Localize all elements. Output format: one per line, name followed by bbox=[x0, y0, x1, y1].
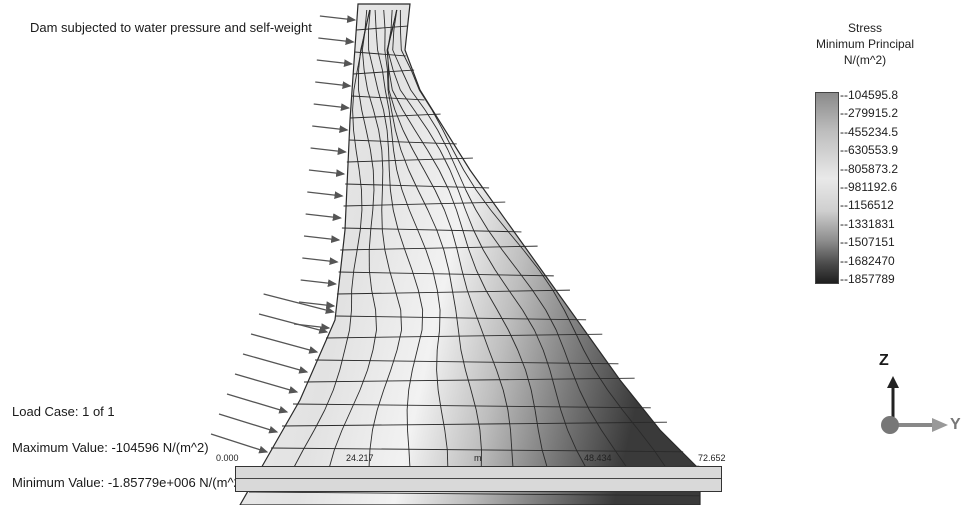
model-title: Dam subjected to water pressure and self… bbox=[30, 20, 312, 35]
legend-value: -104595.8 bbox=[840, 86, 898, 104]
legend-value: -1682470 bbox=[840, 252, 898, 270]
pressure-arrow bbox=[303, 235, 341, 243]
pressure-arrow bbox=[307, 191, 344, 199]
legend-heading-line: Stress bbox=[847, 21, 882, 35]
legend-value: -1331831 bbox=[840, 215, 898, 233]
legend-heading-line: Minimum Principal bbox=[815, 37, 915, 51]
max-value-label: Maximum Value: -104596 N/(m^2) bbox=[12, 440, 209, 455]
legend-labels: -104595.8 -279915.2 -455234.5 -630553.9 … bbox=[840, 86, 898, 288]
pressure-arrow bbox=[218, 413, 279, 434]
pressure-arrow bbox=[318, 37, 355, 45]
legend-value: -805873.2 bbox=[840, 160, 898, 178]
legend-value: -1857789 bbox=[840, 270, 898, 288]
pressure-arrow bbox=[305, 213, 342, 221]
ruler-tick-label: 0.000 bbox=[216, 453, 239, 463]
legend-value: -630553.9 bbox=[840, 141, 898, 159]
axis-z-label: Z bbox=[879, 352, 889, 369]
ruler-unit-label: m bbox=[474, 453, 482, 463]
min-value-label: Minimum Value: -1.85779e+006 N/(m^2) bbox=[12, 475, 246, 490]
axis-y-label: Y bbox=[950, 416, 961, 433]
ruler-tick-label: 24.217 bbox=[346, 453, 374, 463]
pressure-arrow bbox=[300, 279, 337, 287]
pressure-arrow bbox=[234, 373, 299, 394]
legend-value: -279915.2 bbox=[840, 104, 898, 122]
pressure-arrow bbox=[302, 257, 339, 265]
pressure-arrow bbox=[250, 333, 319, 354]
legend-heading: Stress Minimum Principal N/(m^2) bbox=[810, 20, 920, 68]
pressure-arrow bbox=[319, 15, 357, 23]
legend-value: -1507151 bbox=[840, 233, 898, 251]
pressure-arrow bbox=[258, 313, 329, 334]
pressure-arrow bbox=[226, 393, 289, 414]
pressure-arrow bbox=[313, 103, 351, 111]
pressure-arrow bbox=[310, 147, 347, 155]
pressure-arrow bbox=[242, 353, 309, 374]
pressure-arrow bbox=[312, 125, 349, 133]
pressure-arrow bbox=[298, 301, 336, 309]
ruler-tick-label: 48.434 bbox=[584, 453, 612, 463]
scale-ruler: 0.000 24.217 m 48.434 72.652 bbox=[216, 453, 726, 492]
ruler-tick-label: 72.652 bbox=[698, 453, 726, 463]
legend-value: -455234.5 bbox=[840, 123, 898, 141]
pressure-arrow bbox=[315, 81, 352, 89]
pressure-arrow bbox=[316, 59, 354, 67]
legend-value: -981192.6 bbox=[840, 178, 898, 196]
pressure-arrow bbox=[308, 169, 346, 177]
axis-triad bbox=[881, 376, 948, 434]
legend-color-bar bbox=[815, 92, 839, 284]
pressure-arrow bbox=[210, 433, 269, 454]
legend-heading-line: N/(m^2) bbox=[843, 53, 887, 67]
load-case-label: Load Case: 1 of 1 bbox=[12, 404, 115, 419]
legend-value: -1156512 bbox=[840, 196, 898, 214]
pressure-arrow bbox=[263, 293, 335, 314]
dam-body bbox=[239, 3, 701, 505]
